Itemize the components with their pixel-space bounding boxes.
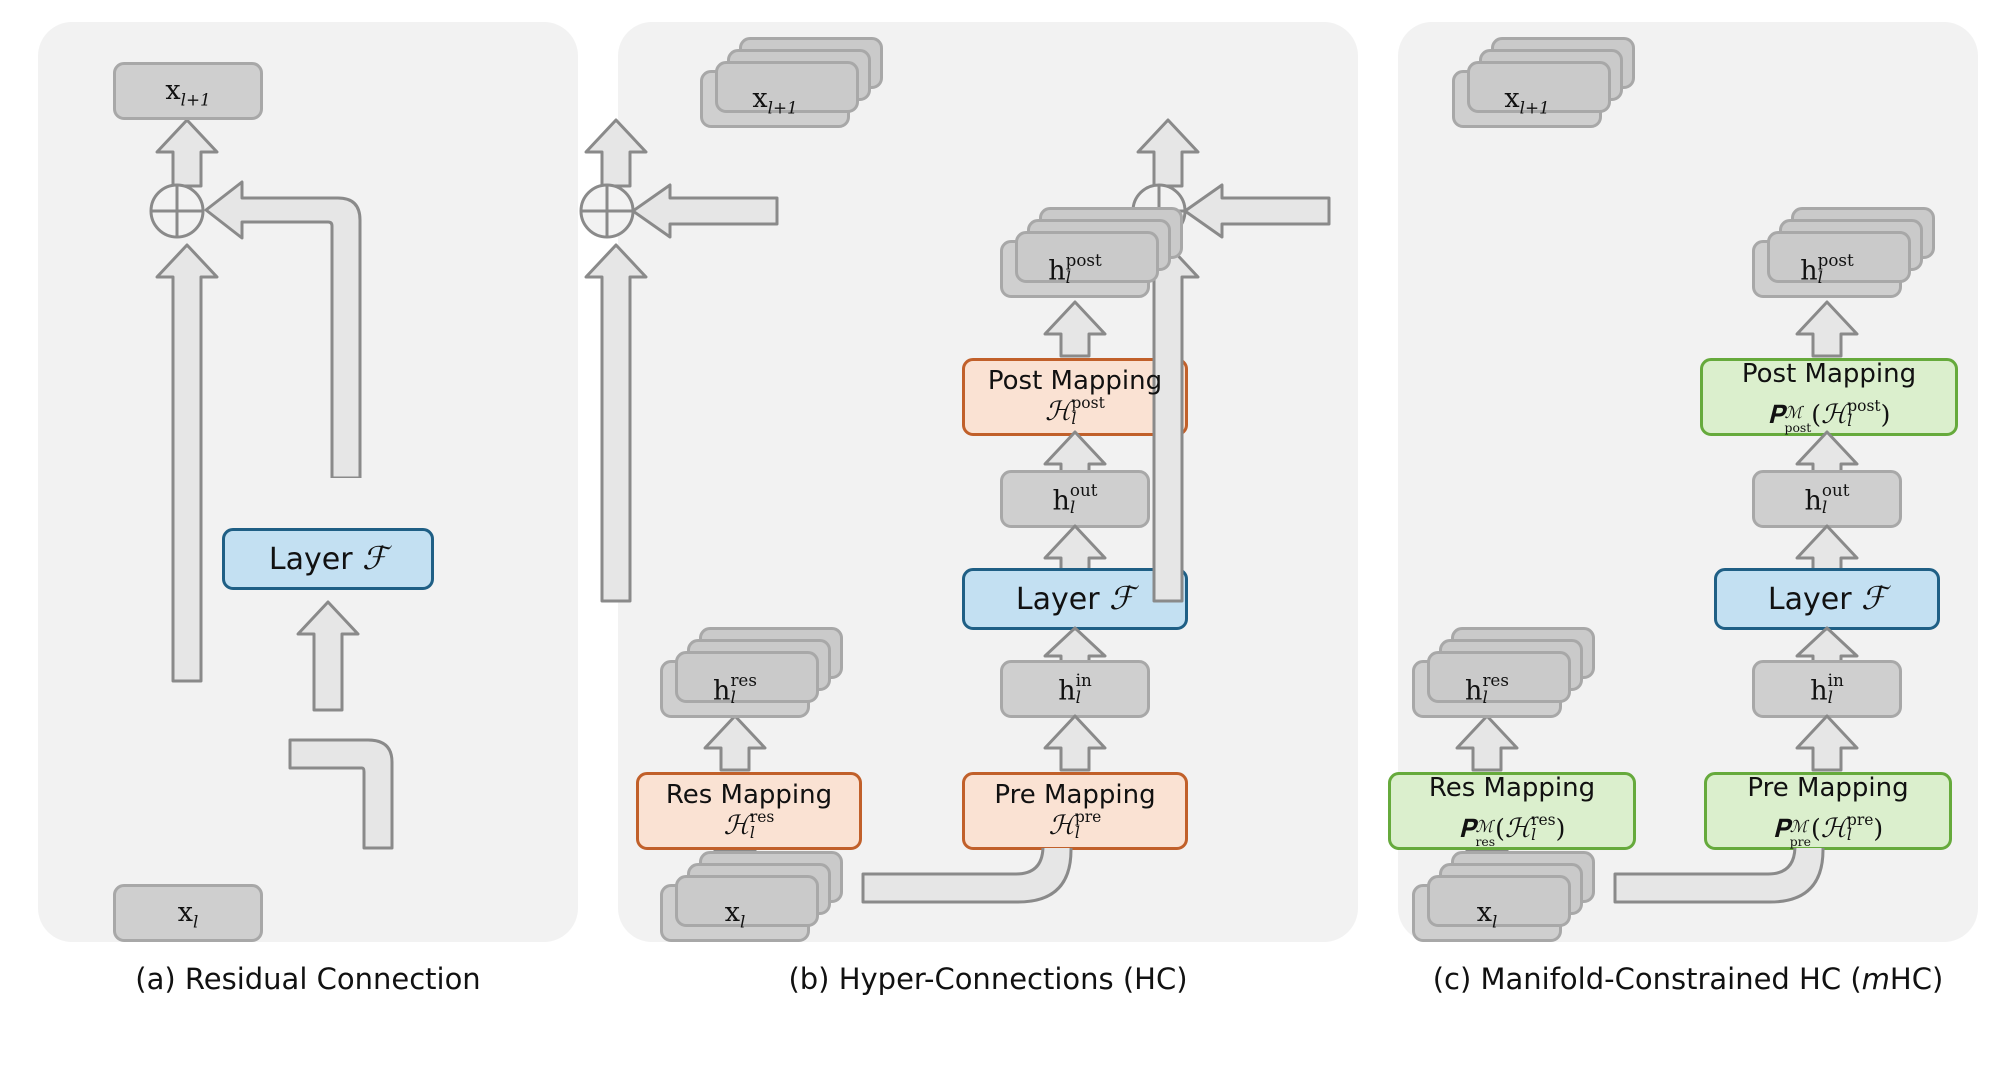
arrow-resmap-to-hres-b: [703, 714, 767, 772]
input-box-c-label: xl: [1476, 896, 1498, 932]
layer-box-c-label: Layer ℱ: [1767, 580, 1887, 618]
output-box-b-label: xl+1: [752, 82, 798, 118]
input-box-a[interactable]: xl: [113, 884, 263, 942]
circled-plus-icon-b: [578, 182, 636, 240]
skip-curve-b: [860, 848, 1090, 948]
arrow-resmap-to-hres-c: [1455, 714, 1519, 772]
caption-panel-c: (c) Manifold-Constrained HC (mHC): [1432, 962, 1944, 996]
layer-box-a[interactable]: Layer ℱ: [222, 528, 434, 590]
caption-panel-b: (b) Hyper-Connections (HC): [788, 962, 1188, 996]
arrow-postmap-to-hpost-b: [1043, 300, 1107, 358]
arrow-input-to-plus-a: [155, 243, 219, 683]
arrow-layer-to-hout-b: [1043, 524, 1107, 574]
circled-plus-icon-a: [148, 182, 206, 240]
arrow-post-to-plus-c: [1182, 182, 1332, 240]
arrow-res-to-plus-b: [584, 243, 648, 603]
output-box-a-label: xl+1: [165, 74, 211, 110]
layer-box-a-label: Layer ℱ: [268, 540, 388, 578]
input-box-c[interactable]: xl: [1412, 851, 1595, 942]
arrow-premap-to-hin-c: [1795, 714, 1859, 772]
arrow-post-to-plus-b: [630, 182, 780, 240]
input-box-b[interactable]: xl: [660, 851, 843, 942]
arrow-plus-to-output-c: [1136, 118, 1200, 188]
output-box-a[interactable]: xl+1: [113, 62, 263, 120]
output-box-b[interactable]: xl+1: [700, 37, 883, 128]
input-box-a-label: xl: [177, 896, 199, 932]
caption-panel-a: (a) Residual Connection: [135, 962, 481, 996]
output-box-c-label: xl+1: [1504, 82, 1550, 118]
arrow-postmap-to-hpost-c: [1795, 300, 1859, 358]
layer-box-c[interactable]: Layer ℱ: [1714, 568, 1940, 630]
input-box-b-label: xl: [724, 896, 746, 932]
layer-box-b[interactable]: Layer ℱ: [962, 568, 1188, 630]
arrow-premap-to-hin-b: [1043, 714, 1107, 772]
arrow-layer-to-hout-c: [1795, 524, 1859, 574]
residual-merge-arrow-a: [200, 178, 390, 478]
arrow-plus-to-output-b: [584, 118, 648, 188]
arrow-into-layer-a: [296, 600, 360, 712]
skip-curve-c: [1612, 848, 1842, 948]
panel-residual-connection: [38, 22, 578, 942]
skip-curve-a: [284, 700, 412, 850]
output-box-c[interactable]: xl+1: [1452, 37, 1635, 128]
layer-box-b-label: Layer ℱ: [1015, 580, 1135, 618]
